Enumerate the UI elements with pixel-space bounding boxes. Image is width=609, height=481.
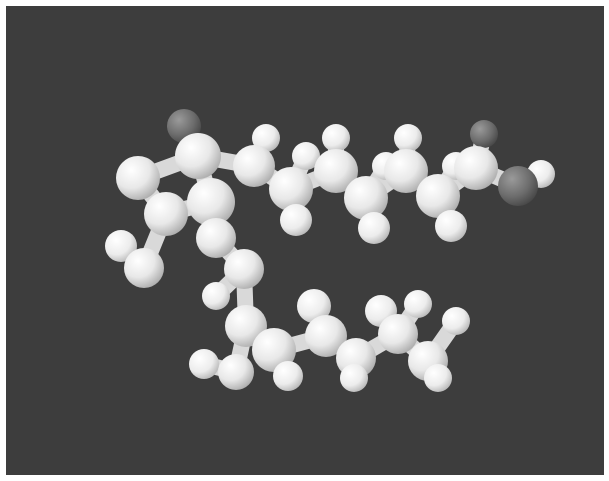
hydrogen-atom-40 bbox=[404, 290, 432, 318]
hydrogen-atom-16 bbox=[358, 212, 390, 244]
carbon-atom-1 bbox=[116, 156, 160, 200]
hydrogen-atom-9 bbox=[252, 124, 280, 152]
molecule-model bbox=[105, 109, 555, 392]
carbon-atom-32 bbox=[218, 354, 254, 390]
carbon-atom-2 bbox=[175, 133, 221, 179]
oxygen-atom-24 bbox=[470, 120, 498, 148]
carbon-atom-4 bbox=[187, 178, 235, 226]
hydrogen-atom-19 bbox=[394, 124, 422, 152]
hydrogen-atom-28 bbox=[202, 282, 230, 310]
hydrogen-atom-34 bbox=[297, 289, 331, 323]
oxygen-atom-25 bbox=[498, 166, 538, 206]
molecule-viewport bbox=[6, 6, 604, 475]
carbon-atom-23 bbox=[454, 146, 498, 190]
carbon-atom-29 bbox=[225, 305, 267, 347]
carbon-atom-6 bbox=[124, 248, 164, 288]
hydrogen-atom-33 bbox=[273, 361, 303, 391]
hydrogen-atom-5 bbox=[105, 230, 137, 262]
atom-layer bbox=[105, 109, 555, 392]
carbon-atom-35 bbox=[305, 315, 347, 357]
carbon-atom-13 bbox=[314, 149, 358, 193]
carbon-atom-10 bbox=[269, 167, 313, 211]
carbon-atom-39 bbox=[378, 314, 418, 354]
carbon-atom-18 bbox=[384, 149, 428, 193]
hydrogen-atom-43 bbox=[424, 364, 452, 392]
hydrogen-atom-21 bbox=[435, 210, 467, 242]
hydrogen-atom-14 bbox=[322, 124, 350, 152]
hydrogen-atom-31 bbox=[189, 349, 219, 379]
carbon-atom-20 bbox=[416, 174, 460, 218]
carbon-atom-15 bbox=[344, 176, 388, 220]
hydrogen-atom-12 bbox=[280, 204, 312, 236]
hydrogen-atom-11 bbox=[292, 142, 320, 170]
hydrogen-atom-37 bbox=[340, 364, 368, 392]
hydrogen-atom-42 bbox=[442, 307, 470, 335]
carbon-atom-3 bbox=[144, 192, 188, 236]
carbon-atom-30 bbox=[252, 328, 296, 372]
carbon-atom-8 bbox=[233, 145, 275, 187]
carbon-atom-27 bbox=[224, 249, 264, 289]
carbon-atom-7 bbox=[196, 218, 236, 258]
